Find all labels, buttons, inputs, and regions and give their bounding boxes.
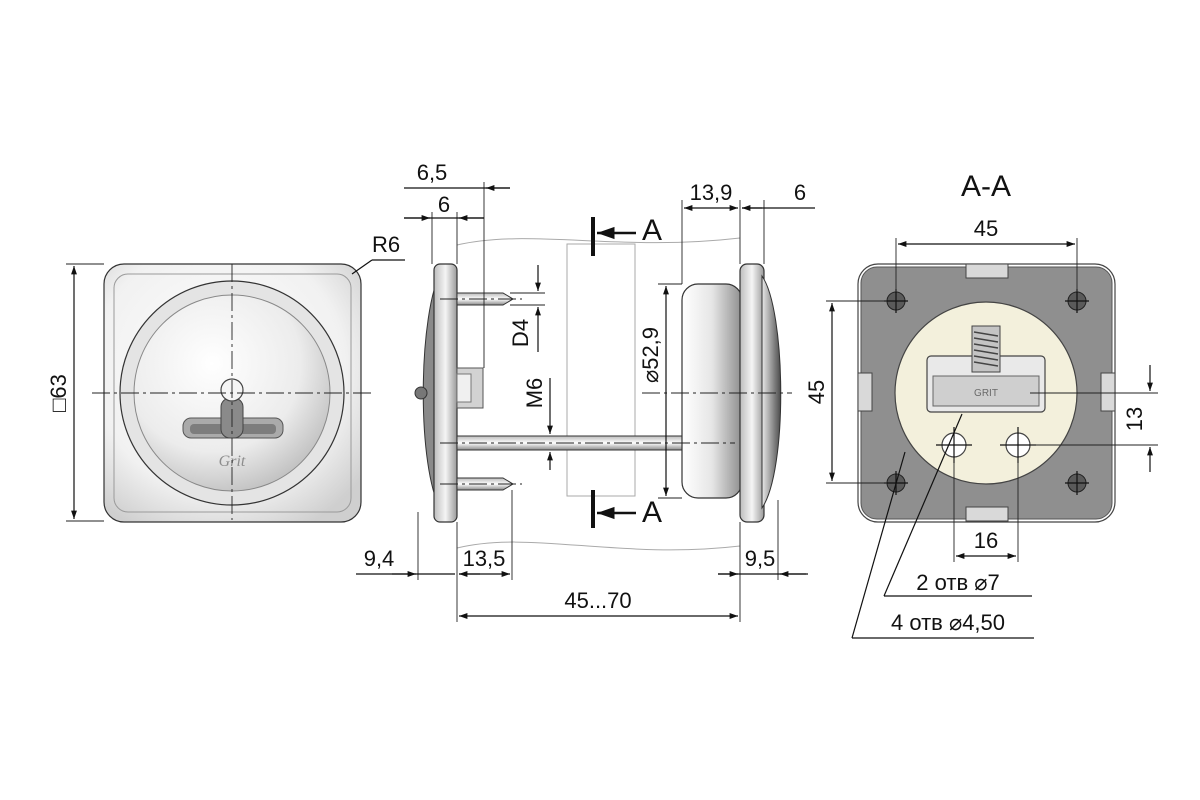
sec-dim-45-left-label: 45 (804, 380, 829, 404)
section-title: A-A (961, 170, 1011, 203)
lock-body-inner (932, 375, 1040, 407)
cam-block-inner (456, 373, 472, 403)
right-cap (761, 274, 782, 510)
dim-13-5-label: 13,5 (463, 546, 506, 571)
dim-m6-label: M6 (522, 378, 547, 409)
door-hole (566, 243, 636, 497)
dim-9-4-label: 9,4 (364, 546, 395, 571)
tab-right (1100, 372, 1116, 412)
dim-6-5-label: 6,5 (417, 160, 448, 185)
sec-dim-13-label: 13 (1122, 407, 1147, 431)
sec-dim-45-top-label: 45 (974, 216, 998, 241)
leader-holes-7 (883, 413, 963, 597)
tab-top (965, 263, 1009, 279)
section-mark-top-label: A (642, 214, 662, 247)
r6-label: R6 (372, 232, 400, 257)
tab-bottom (965, 506, 1009, 522)
side-view: A A 6,5 6 13,9 6 D4 M6 (356, 160, 815, 622)
tab-left (857, 372, 873, 412)
section-mark-bottom-label: A (642, 496, 662, 529)
left-screw-head (414, 386, 428, 400)
dim-6-label: 6 (438, 192, 450, 217)
dim-13-9-label: 13,9 (690, 180, 733, 205)
door-outline-bottom (456, 541, 741, 551)
dim-9-5-label: 9,5 (745, 546, 776, 571)
sec-dim-16-label: 16 (974, 528, 998, 553)
front-view: Grit R6 □63 (46, 232, 405, 523)
note-holes-4-5: 4 отв ⌀4,50 (891, 610, 1005, 635)
dim-range-label: 45...70 (564, 588, 631, 613)
large-hole-cross (936, 427, 1036, 463)
section-view: A-A GRIT 45 (804, 170, 1158, 639)
lock-label: GRIT (974, 388, 998, 399)
r6-leader (351, 259, 373, 275)
size-63-label: □63 (46, 374, 71, 412)
dim-d4-label: D4 (508, 319, 533, 347)
note-holes-7: 2 отв ⌀7 (916, 570, 999, 595)
door-outline (456, 237, 741, 246)
dim-6-right-label: 6 (794, 180, 806, 205)
spring-coil (973, 331, 999, 367)
right-cylinder (681, 283, 743, 499)
leader-holes-4-5 (851, 451, 906, 639)
left-plate (433, 263, 458, 523)
dim-d52-label: ⌀52,9 (638, 327, 663, 383)
